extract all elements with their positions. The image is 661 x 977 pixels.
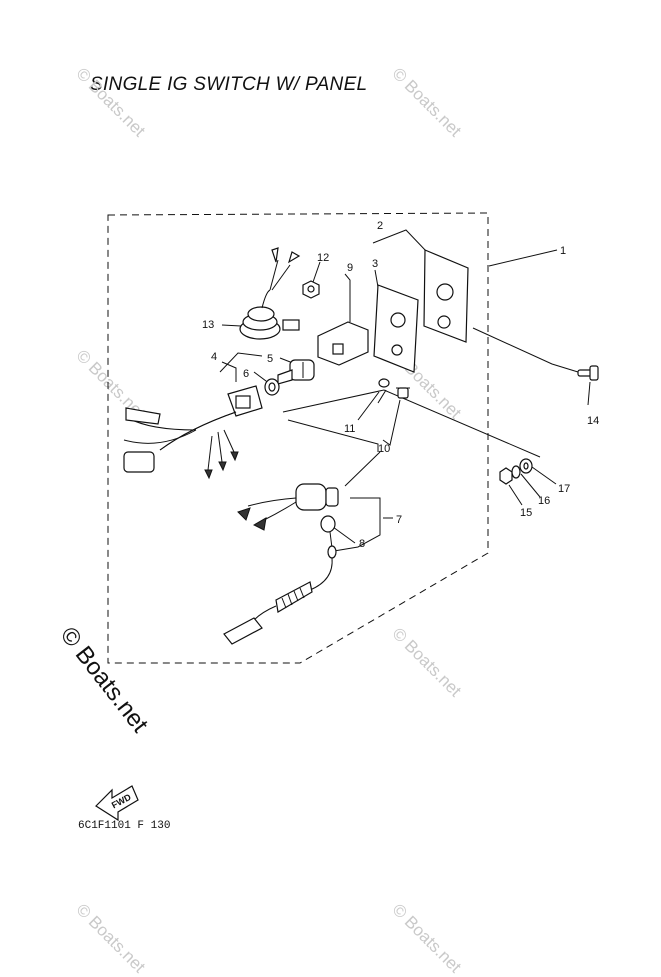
callout-16: 16 bbox=[538, 495, 550, 507]
callout-15: 15 bbox=[520, 507, 532, 519]
key bbox=[277, 359, 315, 385]
callout-6: 6 bbox=[243, 368, 249, 380]
screw bbox=[396, 387, 410, 399]
nut bbox=[302, 280, 320, 299]
callout-14: 14 bbox=[587, 415, 599, 427]
callout-3: 3 bbox=[372, 258, 378, 270]
rubber-boot bbox=[239, 247, 301, 340]
fwd-arrow-icon: FWD bbox=[95, 785, 139, 822]
callout-13: 13 bbox=[202, 319, 214, 331]
stop-switch bbox=[237, 483, 339, 531]
callout-17: 17 bbox=[558, 483, 570, 495]
callout-10: 10 bbox=[378, 443, 390, 455]
nut-washers bbox=[499, 458, 533, 485]
callout-12: 12 bbox=[317, 252, 329, 264]
inner-plate bbox=[373, 284, 419, 373]
callout-4: 4 bbox=[211, 351, 217, 363]
callout-2: 2 bbox=[377, 220, 383, 232]
leader-lines bbox=[219, 229, 591, 553]
callout-8: 8 bbox=[359, 538, 365, 550]
assembly-boundary bbox=[107, 212, 489, 664]
bracket bbox=[317, 321, 369, 366]
callout-7: 7 bbox=[396, 514, 402, 526]
callout-1: 1 bbox=[560, 245, 566, 257]
washer bbox=[378, 378, 390, 388]
callout-numbers: 1 2 3 4 5 6 7 8 9 10 11 12 13 14 15 16 1… bbox=[202, 220, 599, 550]
parts-diagram: 1 2 3 4 5 6 7 8 9 10 11 12 13 14 15 16 1… bbox=[95, 212, 599, 822]
lanyard bbox=[223, 515, 337, 645]
callout-11: 11 bbox=[344, 423, 355, 435]
callout-9: 9 bbox=[347, 262, 353, 274]
ignition-switch-harness bbox=[123, 385, 263, 480]
callout-5: 5 bbox=[267, 353, 273, 365]
diagram-title: SINGLE IG SWITCH W/ PANEL bbox=[90, 74, 368, 95]
outer-panel bbox=[423, 249, 469, 343]
bolt bbox=[577, 365, 599, 381]
ring bbox=[264, 378, 280, 396]
figure-code: 6C1F1101 F 130 bbox=[78, 820, 171, 832]
